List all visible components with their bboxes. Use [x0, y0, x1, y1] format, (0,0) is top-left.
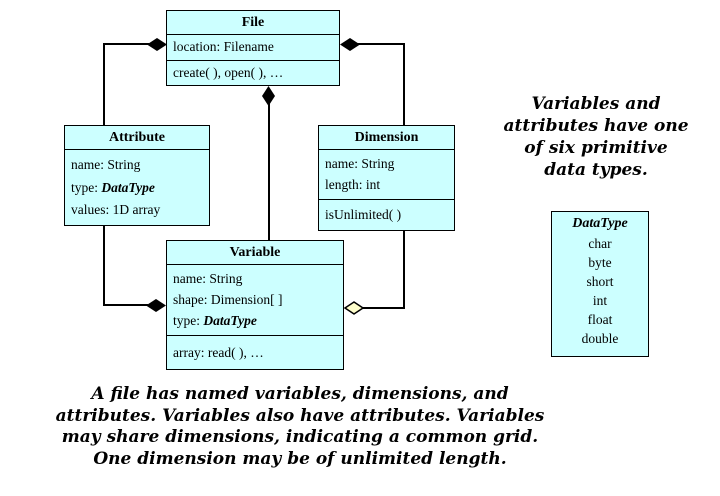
class-dimension-title: Dimension	[354, 130, 419, 145]
composition-diamond-file-attribute-icon	[147, 38, 167, 51]
note-line: of six primitive	[524, 138, 668, 158]
datatype-item-char: char	[588, 236, 612, 251]
connector-dimension-variable-v	[403, 231, 405, 308]
note-line: Variables and	[531, 94, 661, 114]
datatype-item-byte: byte	[588, 255, 612, 270]
datatype-title: DataType	[572, 216, 628, 231]
class-dimension-operations: isUnlimited( )	[319, 198, 454, 230]
class-attribute-attr-type: type: DataType	[71, 180, 203, 196]
attr-type-value: DataType	[203, 313, 257, 329]
class-dimension-attr-length: length: int	[325, 176, 381, 192]
class-file-ops: create( ), open( ), …	[173, 64, 284, 80]
class-dimension-ops: isUnlimited( )	[325, 206, 402, 222]
class-file-operations: create( ), open( ), …	[167, 59, 339, 86]
connector-attribute-variable-v	[103, 226, 105, 306]
note-primitive-types: Variables and attributes have one of six…	[502, 93, 690, 181]
class-box-variable: Variable name: String shape: Dimension[ …	[166, 240, 344, 370]
connector-attribute-variable-h	[103, 304, 148, 306]
class-file-title: File	[241, 15, 265, 30]
datatype-item-float: float	[587, 312, 613, 327]
class-file-attr-location: location: Filename	[173, 39, 274, 55]
class-attribute-title: Attribute	[109, 130, 165, 145]
connector-file-variable-v	[268, 103, 270, 240]
class-variable-attr-type: type: DataType	[173, 313, 337, 329]
class-variable-attr-name: name: String	[173, 271, 243, 287]
class-box-file: File location: Filename create( ), open(…	[166, 10, 340, 86]
note-line: may share dimensions, indicating a commo…	[61, 427, 539, 447]
note-line: attributes. Variables also have attribut…	[55, 405, 545, 426]
class-attribute-attributes: name: String type: DataType values: 1D a…	[65, 149, 209, 225]
connector-file-dimension-v	[403, 43, 405, 126]
datatype-item-short: short	[586, 274, 614, 289]
class-variable-title: Variable	[229, 245, 281, 260]
class-variable-ops: array: read( ), …	[173, 344, 264, 360]
note-file-description: A file has named variables, dimensions, …	[30, 384, 570, 470]
connector-dimension-variable-h	[361, 307, 405, 309]
class-variable-operations: array: read( ), …	[167, 335, 343, 369]
class-file-attributes: location: Filename	[167, 34, 339, 60]
connector-file-attribute-v	[103, 43, 105, 126]
class-box-attribute: Attribute name: String type: DataType va…	[64, 125, 210, 226]
composition-diamond-variable-attribute-icon	[146, 299, 166, 312]
datatype-item-int: int	[592, 293, 608, 308]
aggregation-diamond-variable-dimension-icon	[344, 301, 364, 315]
note-line: One dimension may be of unlimited length…	[93, 448, 507, 469]
class-box-dimension: Dimension name: String length: int isUnl…	[318, 125, 455, 231]
attr-type-label: type:	[71, 179, 102, 195]
class-dimension-attr-name: name: String	[325, 155, 395, 171]
connector-file-dimension-h	[357, 43, 405, 45]
composition-diamond-file-dimension-icon	[340, 38, 360, 51]
class-attribute-attr-name: name: String	[71, 157, 141, 173]
class-dimension-attributes: name: String length: int	[319, 149, 454, 199]
note-line: data types.	[544, 160, 648, 180]
composition-diamond-file-variable-icon	[262, 86, 275, 106]
class-variable-attr-shape: shape: Dimension[ ]	[173, 292, 283, 308]
class-variable-attributes: name: String shape: Dimension[ ] type: D…	[167, 264, 343, 335]
note-line: attributes have one	[503, 116, 689, 136]
connector-file-attribute-h	[103, 43, 149, 45]
note-line: A file has named variables, dimensions, …	[91, 384, 509, 404]
attr-type-label: type:	[173, 313, 204, 329]
attr-type-value: DataType	[101, 179, 155, 195]
class-attribute-attr-values: values: 1D array	[71, 201, 161, 217]
datatype-item-double: double	[581, 331, 619, 346]
datatype-box: DataType char byte short int float doubl…	[551, 211, 649, 357]
